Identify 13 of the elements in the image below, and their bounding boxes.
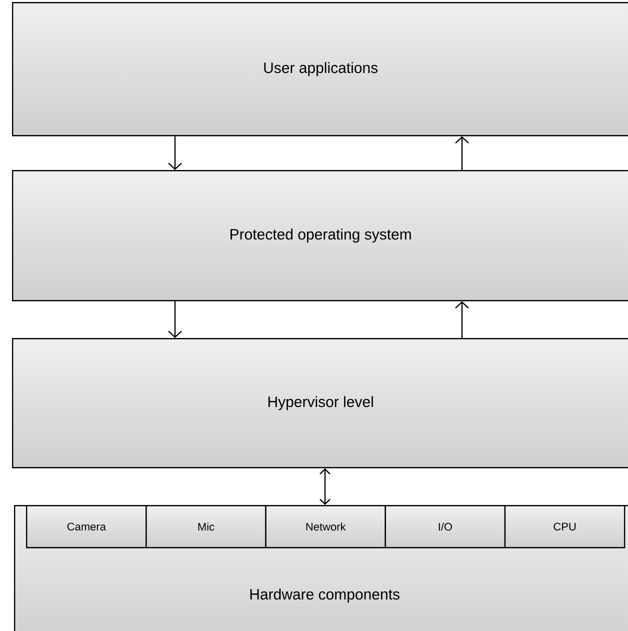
layer-box: User applications bbox=[12, 2, 628, 136]
component-cell: CPU bbox=[504, 505, 626, 548]
component-cell: I/O bbox=[384, 505, 506, 548]
arrow bbox=[455, 136, 469, 170]
component-cell: Camera bbox=[26, 505, 147, 548]
component-cell: Mic bbox=[146, 505, 266, 548]
component-cell: Network bbox=[265, 505, 386, 548]
layer-box: Protected operating system bbox=[12, 170, 628, 302]
layer-box: Hypervisor level bbox=[12, 338, 628, 468]
arrow bbox=[320, 468, 330, 505]
arrow bbox=[168, 301, 182, 338]
arrow bbox=[168, 136, 182, 170]
arrow bbox=[455, 301, 469, 338]
